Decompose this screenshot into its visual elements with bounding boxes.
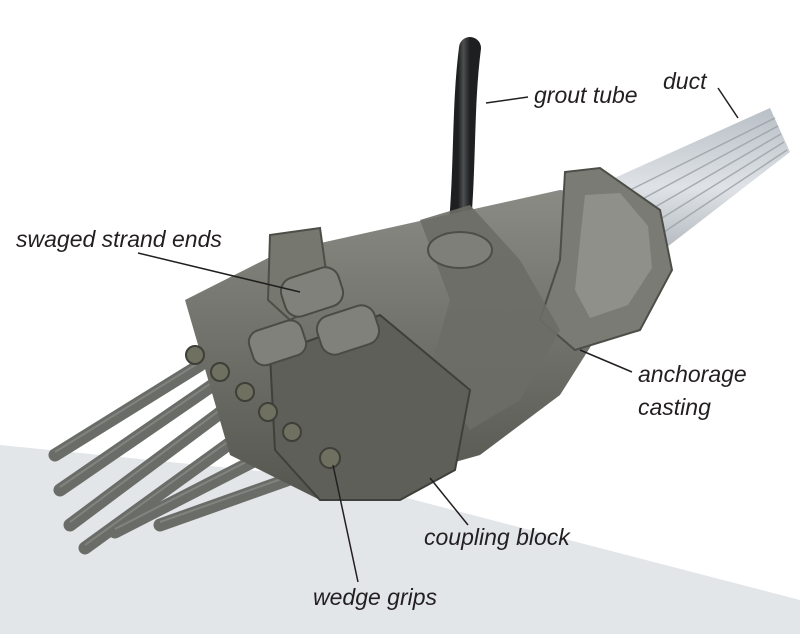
swaged-ends-shape xyxy=(247,266,381,367)
wedge-grips-shape xyxy=(185,345,341,469)
leader-grout-tube xyxy=(485,96,529,104)
label-coupling-block: coupling block xyxy=(424,524,570,550)
leader-anchorage-casting xyxy=(579,349,633,373)
leader-coupling-block xyxy=(429,477,469,526)
leader-wedge-grips xyxy=(332,464,359,583)
label-wedge-grips: wedge grips xyxy=(313,584,438,610)
label-swaged-strand-ends: swaged strand ends xyxy=(16,226,222,252)
label-grout-tube: grout tube xyxy=(534,82,638,108)
leader-duct xyxy=(717,87,739,119)
leader-lines xyxy=(137,87,739,583)
label-duct: duct xyxy=(663,68,707,94)
leader-swaged-strand-ends xyxy=(137,252,301,293)
label-anchorage-casting-line2: casting xyxy=(638,394,711,420)
label-anchorage-casting-line1: anchorage xyxy=(638,361,747,387)
